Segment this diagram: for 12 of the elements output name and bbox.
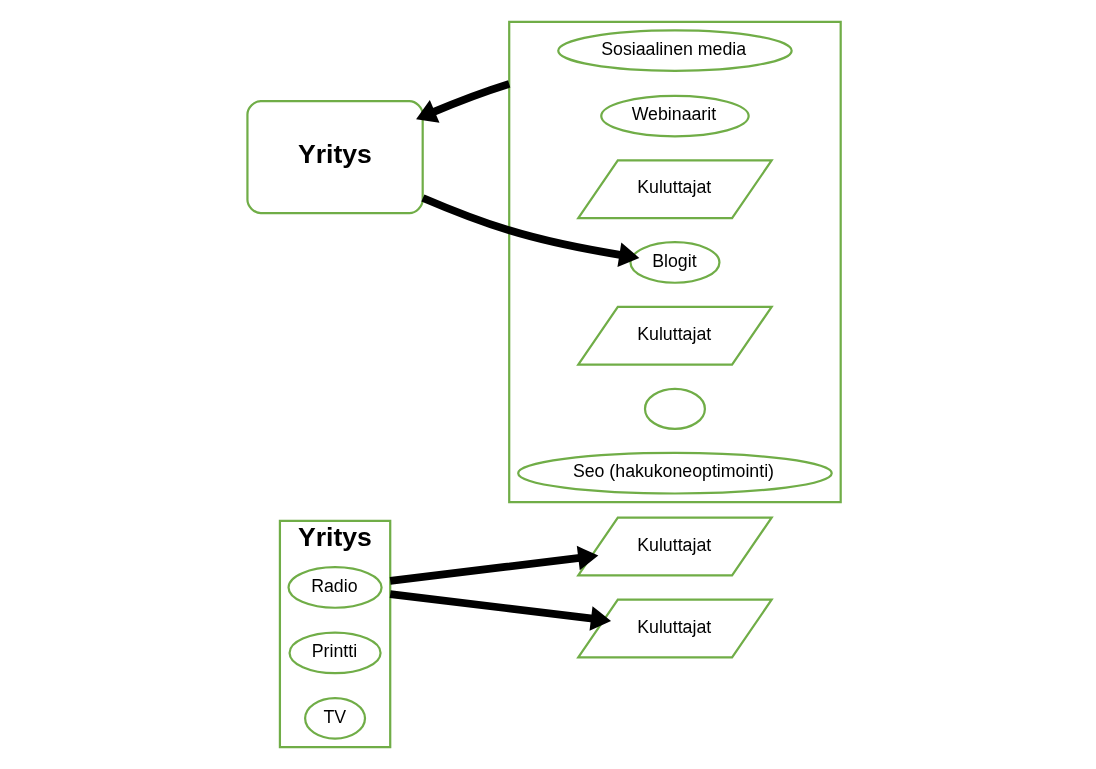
node-ellipse: Radio bbox=[286, 566, 383, 609]
node-box: Yritys bbox=[245, 100, 424, 215]
node-ellipse: TV bbox=[303, 697, 366, 740]
arrow bbox=[420, 194, 639, 267]
arrow bbox=[415, 80, 510, 123]
node-ellipse: Printti bbox=[287, 631, 382, 675]
node-ellipse: Seo (hakukoneoptimointi) bbox=[516, 451, 833, 495]
node-ellipse: Blogit bbox=[628, 241, 721, 284]
node-ellipse bbox=[643, 387, 706, 430]
node-ellipse: Sosiaalinen media bbox=[556, 29, 793, 72]
node-ellipse: Webinaarit bbox=[599, 94, 750, 138]
cluster bbox=[507, 20, 842, 504]
